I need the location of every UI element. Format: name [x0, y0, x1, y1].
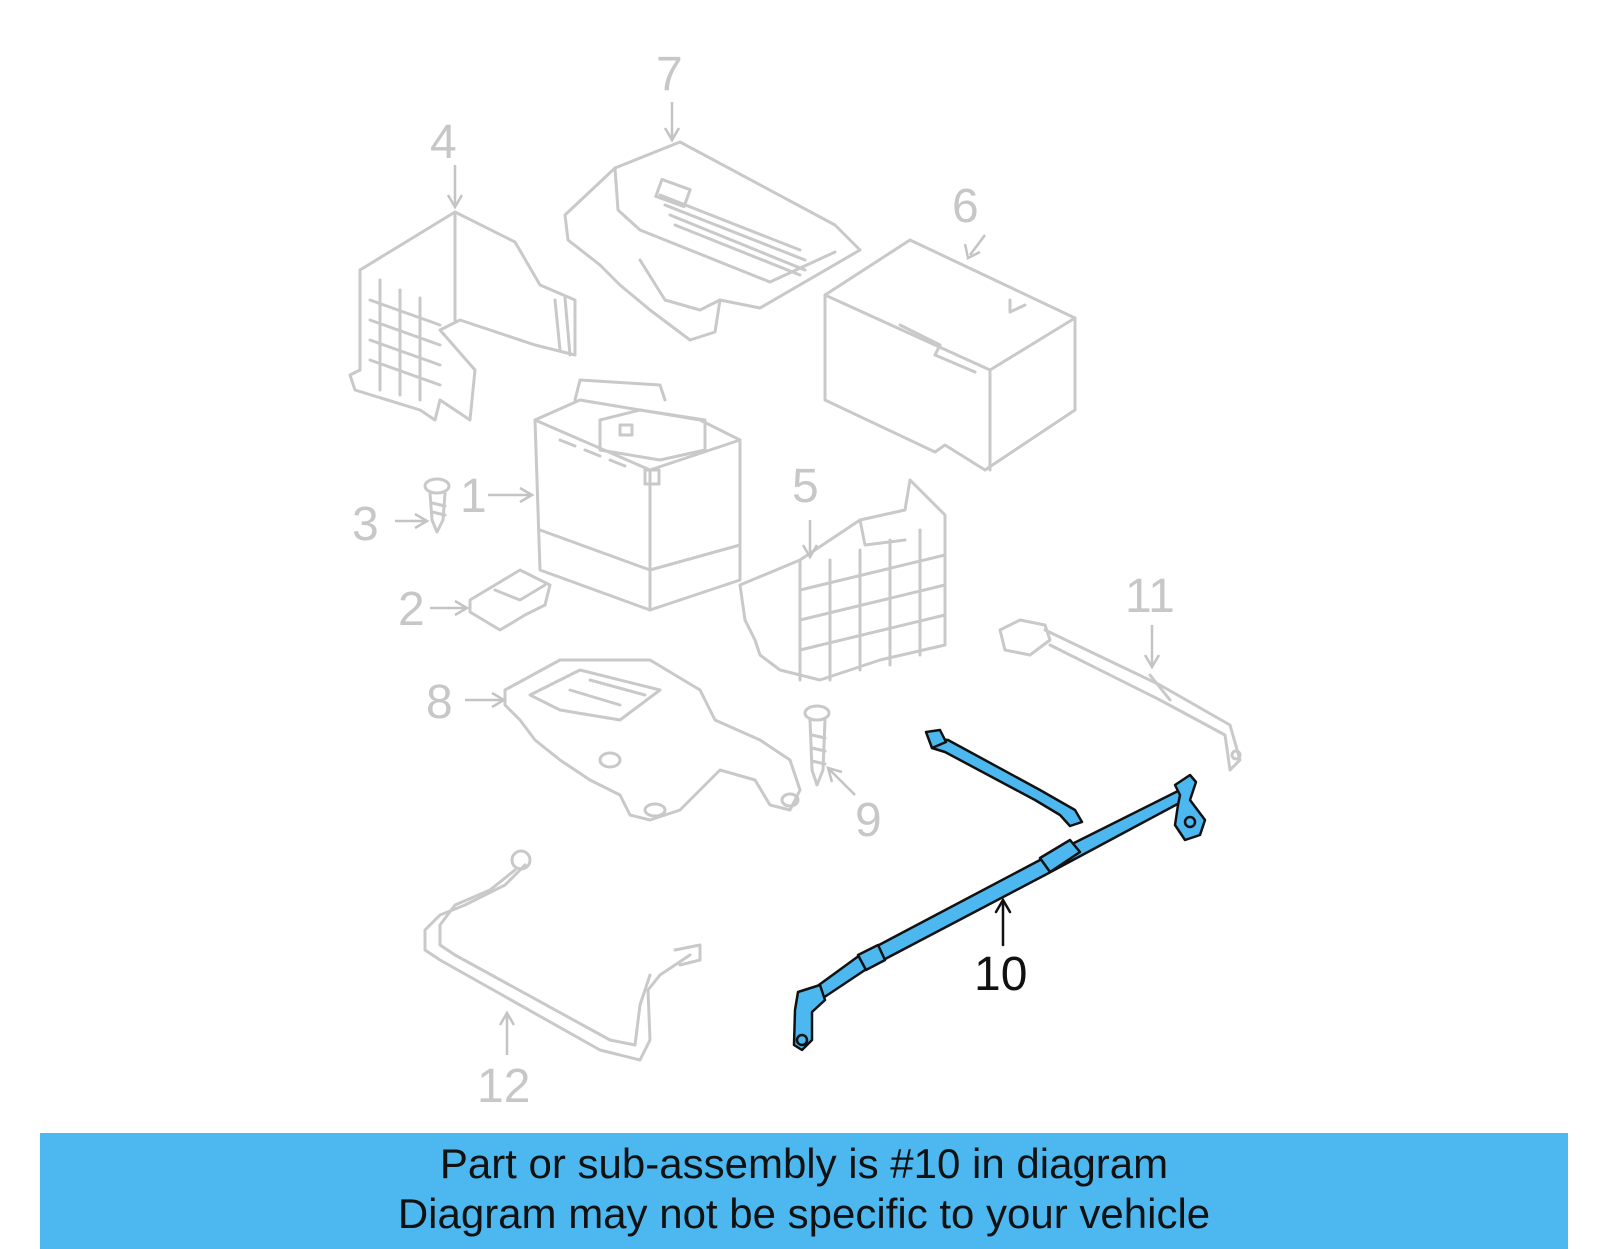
callout-6: 6	[952, 180, 979, 233]
part-7-cover	[563, 140, 862, 342]
callout-12: 12	[477, 1060, 530, 1113]
part-3-bolt	[423, 477, 451, 534]
part-5-housing	[738, 478, 947, 682]
banner-line-2: Diagram may not be specific to your vehi…	[397, 1190, 1211, 1237]
part-4-insulator	[348, 210, 577, 422]
part-1-battery	[533, 378, 742, 612]
part-12-cable	[423, 849, 702, 1062]
part-2-clamp	[468, 568, 552, 632]
callout-7: 7	[656, 48, 683, 101]
callout-5: 5	[792, 460, 819, 513]
part-8-tray	[503, 658, 802, 822]
callout-2: 2	[398, 583, 425, 636]
callout-3: 3	[352, 498, 379, 551]
callout-11: 11	[1125, 570, 1175, 623]
callout-8: 8	[426, 676, 453, 729]
part-6-lid	[823, 238, 1077, 472]
callout-10[interactable]: 10	[974, 948, 1027, 1001]
part-9-bolt	[803, 704, 831, 787]
callout-9: 9	[855, 794, 882, 847]
callout-4: 4	[430, 116, 457, 169]
part-11-cable	[998, 618, 1242, 772]
info-banner: Part or sub-assembly is #10 in diagram D…	[40, 1133, 1568, 1249]
callout-1: 1	[460, 470, 487, 523]
banner-line-1: Part or sub-assembly is #10 in diagram	[439, 1140, 1169, 1187]
part-10-harness[interactable]	[792, 728, 1207, 1052]
leader-arrows	[395, 102, 1161, 1055]
leader-arrow-10	[994, 897, 1012, 947]
